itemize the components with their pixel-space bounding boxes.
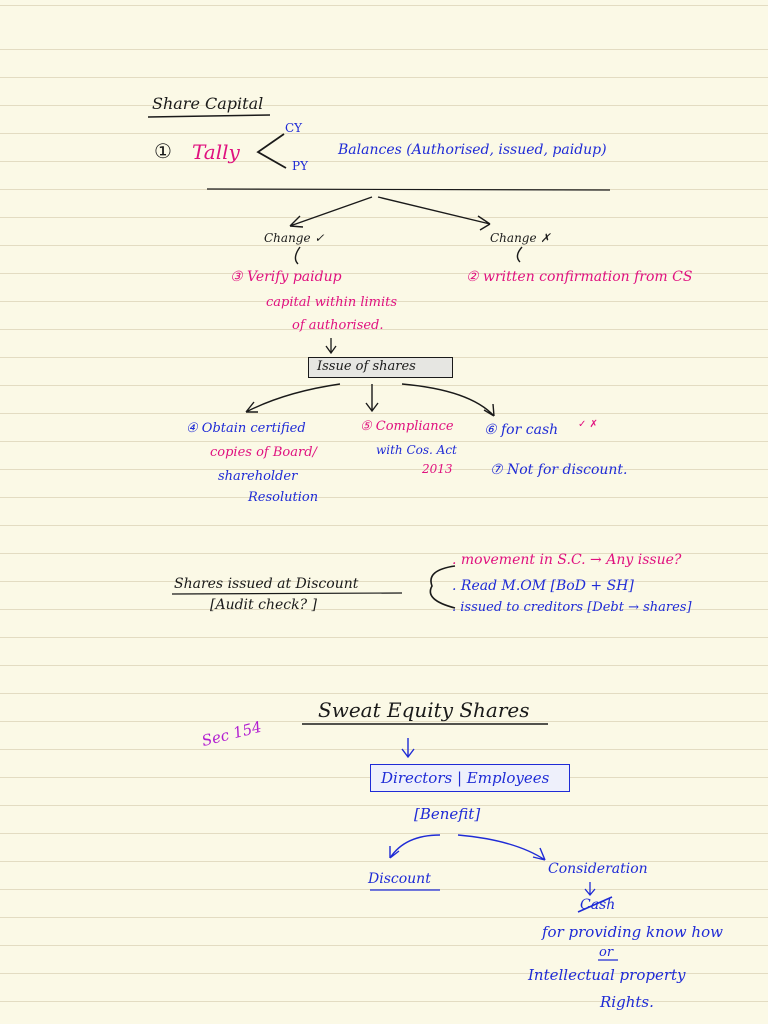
arrow-to-issue [325,338,337,355]
consideration-label: Consideration [548,861,648,877]
hook-right [516,246,523,263]
discount-item-3: . issued to creditors [Debt → shares] [452,600,692,615]
step7-text: ⑦ Not for discount. [490,462,628,478]
discount-item-2: . Read M.OM [BoD + SH] [452,578,634,594]
title-underline [147,114,271,118]
issue-of-shares-label: Issue of shares [317,359,416,374]
step6-mark: ✓ ✗ [578,419,598,430]
arrow-benefit-left [389,834,441,859]
step5-line3: 2013 [422,462,453,476]
py-label: PY [292,159,308,173]
arrow-left [289,196,373,228]
step4-line3: shareholder [218,469,298,484]
step4-line4: Resolution [248,490,319,505]
step3-line3: of authorised. [292,318,384,333]
know-how-line: for providing know how [542,923,723,941]
arrow-issue-mid [365,384,379,413]
step4-line2: copies of Board/ [210,445,317,460]
arrow-to-cash [584,882,596,897]
discount-title: Shares issued at Discount [174,576,359,592]
step1-number: ① [154,139,172,163]
discount-label: Discount [368,871,431,887]
share-capital-title: Share Capital [152,94,264,113]
discount-underline [171,592,403,595]
rights-line: Rights. [600,993,654,1011]
step4-line1: ④ Obtain certified [186,421,306,436]
balances-text: Balances (Authorised, issued, paidup) [338,142,607,158]
section-divider [206,188,611,191]
sweat-equity-title: Sweat Equity Shares [318,698,530,722]
cy-label: CY [285,121,303,135]
discount-bracket [429,565,456,609]
arrow-benefit-right [457,834,546,861]
cash-struck-label: Cash [580,897,616,913]
change-yes-label: Change ✓ [264,231,325,245]
step2-text: ② written confirmation from CS [466,269,693,285]
step3-line2: capital within limits [266,295,398,310]
or-label: or [599,945,614,960]
directors-employees-box: Directors | Employees [370,764,570,792]
directors-employees-label: Directors | Employees [381,769,550,787]
arrow-to-directors [401,738,415,759]
arrow-right [377,196,491,231]
intellectual-property-line: Intellectual property [528,966,686,984]
discount-subtitle: [Audit check? ] [210,597,317,613]
hook-left [294,246,301,265]
tally-fork [256,133,287,169]
arrow-issue-right [401,383,495,417]
step5-line2: with Cos. Act [376,443,457,457]
cash-strike [577,896,613,913]
issue-of-shares-box: Issue of shares [308,357,453,378]
step3-line1: ③ Verify paidup [230,269,342,285]
change-no-label: Change ✗ [490,231,551,245]
discount-item-1: . movement in S.C. → Any issue? [452,552,682,568]
benefit-label: [Benefit] [414,805,481,823]
tally-label: Tally [192,140,240,164]
step6-text: ⑥ for cash [484,422,559,438]
step5-line1: ⑤ Compliance [360,419,454,434]
arrow-issue-left [245,383,341,413]
